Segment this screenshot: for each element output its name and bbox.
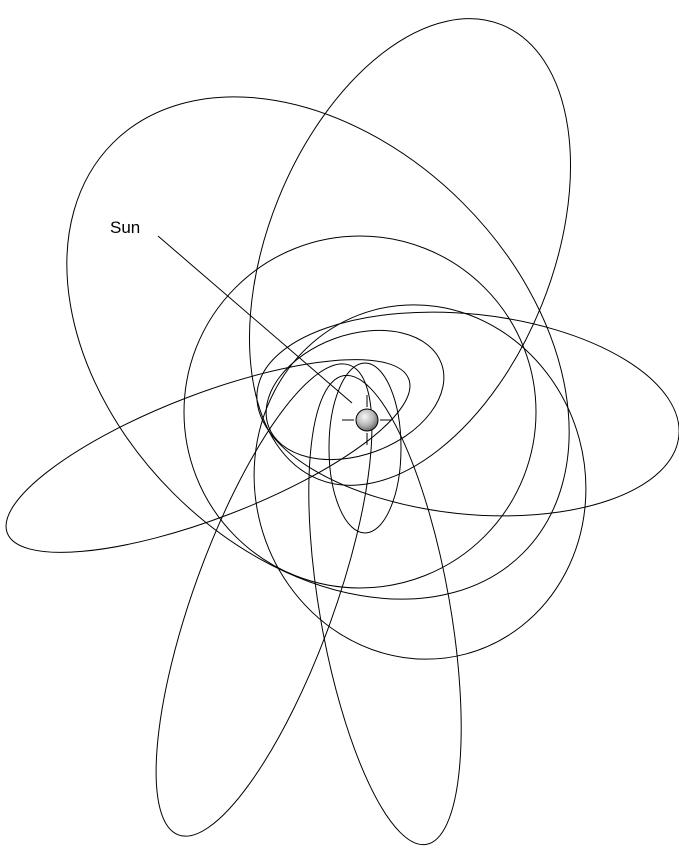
orbit-right: [247, 292, 679, 535]
orbit-inner-small: [329, 363, 401, 533]
sun-icon: [342, 395, 392, 445]
orbit-top: [187, 0, 634, 532]
sun-label: Sun: [110, 218, 140, 237]
orbit-left: [0, 321, 431, 591]
orbit-long-lower-right: [280, 364, 491, 848]
orbit-upper-left: [0, 0, 668, 698]
